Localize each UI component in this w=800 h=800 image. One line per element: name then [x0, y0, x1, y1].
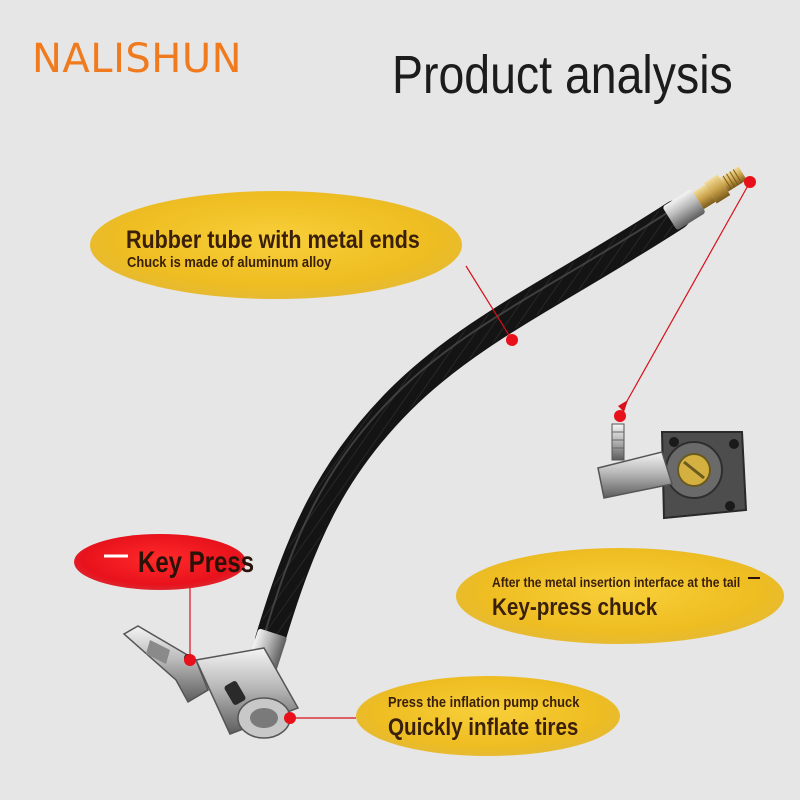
pump-interface-inset: [597, 423, 748, 520]
hose-top-fitting: [663, 166, 747, 230]
callout-tail-interface-title: Key-press chuck: [492, 594, 658, 621]
callout-inflate-bg: [356, 676, 620, 756]
page-title: Product analysis: [392, 45, 733, 105]
callout-tail-interface-bg: [456, 548, 784, 644]
callout-tail-interface-subtitle: After the metal insertion interface at t…: [492, 574, 741, 590]
callout-key-press-bg: [74, 534, 246, 590]
callout-rubber-tube-bg: [90, 191, 462, 299]
brand-logo: NALISHUN: [32, 36, 243, 82]
callout-inflate-title: Quickly inflate tires: [388, 714, 579, 741]
marker-dots: [184, 176, 756, 724]
leader-lines: [189, 181, 751, 719]
callout-key-press-label: Key Press: [138, 546, 255, 579]
key-press-chuck: [122, 625, 300, 739]
callout-inflate-subtitle: Press the inflation pump chuck: [388, 694, 580, 711]
callout-rubber-tube-subtitle: Chuck is made of aluminum alloy: [127, 254, 332, 271]
rubber-hose: [255, 200, 691, 655]
leader-arrowhead: [618, 400, 628, 412]
callout-rubber-tube-title: Rubber tube with metal ends: [126, 226, 420, 254]
